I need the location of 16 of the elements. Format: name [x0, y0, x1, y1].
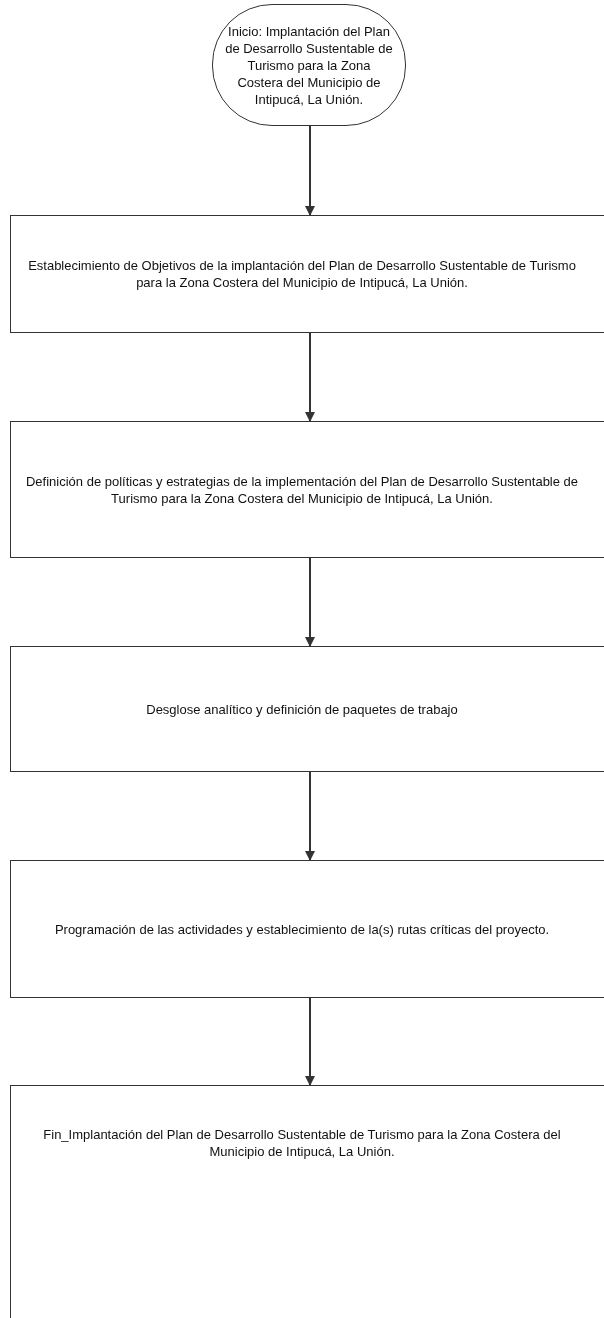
process-box — [10, 215, 604, 333]
step-text: Desglose analítico y definición de paquetes de trabajo — [145, 700, 459, 718]
arrow — [305, 125, 315, 216]
step-text: Definición de políticas y estrategias de la implementación del Plan de Desarrollo Sustentable de Turismo para la Zona Costera del Municipio de Intipucá, La Unión. — [24, 472, 580, 507]
arrow — [305, 557, 315, 647]
step-text: Inicio: Implantación del Plan de Desarrollo Sustentable de Turismo para la Zona Costera del Municipio de Intipucá, La Unión. — [224, 22, 394, 108]
step-text: Fin_Implantación del Plan de Desarrollo Sustentable de Turismo para la Zona Costera del Municipio de Intipucá, La Unión. — [42, 1126, 562, 1160]
arrow — [305, 997, 315, 1086]
step-text: Programación de las actividades y establecimiento de la(s) rutas críticas del proyecto. — [53, 920, 551, 938]
process-box — [10, 860, 604, 998]
arrow — [305, 771, 315, 861]
process-box — [10, 1085, 604, 1318]
process-box — [10, 646, 604, 772]
step-text: Establecimiento de Objetivos de la implantación del Plan de Desarrollo Sustentable de Turismo para la Zona Costera del Municipio de Intipucá, La Unión. — [27, 257, 577, 291]
arrow — [305, 332, 315, 422]
process-box — [10, 421, 604, 558]
